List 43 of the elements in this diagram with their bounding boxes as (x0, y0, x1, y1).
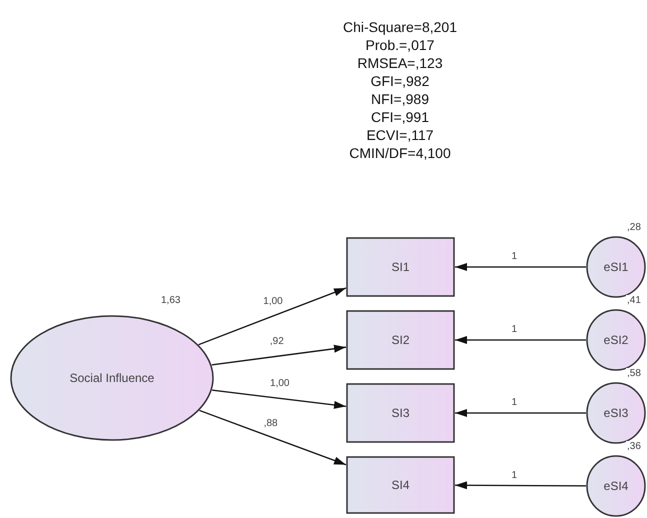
arrow (199, 410, 346, 466)
observed-variable-box (346, 383, 455, 443)
arrow (212, 344, 346, 366)
variable-name: Social Influence (70, 371, 154, 385)
variable-name: SI2 (391, 333, 410, 347)
fit-statistic: ECVI=,117 (365, 126, 435, 144)
fit-statistic: Chi-Square=8,201 (342, 18, 458, 36)
error-term-circle (586, 455, 646, 517)
variable-name: eSI2 (604, 333, 628, 347)
fit-statistic: Prob.=,017 (364, 36, 436, 54)
arrow (198, 287, 346, 346)
fit-statistic: NFI=,989 (370, 90, 430, 108)
variance-value: ,41 (626, 295, 642, 307)
latent-variable-ellipse (10, 315, 214, 441)
variable-name: SI3 (391, 406, 410, 420)
error-term-circle (586, 382, 646, 444)
error-term-circle (586, 309, 646, 371)
observed-variable-box (346, 456, 455, 514)
variance-value: ,36 (626, 441, 642, 453)
edge-label: ,88 (262, 418, 279, 430)
fit-statistic: CFI=,991 (370, 108, 430, 126)
arrow (455, 409, 586, 417)
variable-name: SI4 (391, 478, 410, 492)
fit-statistic: GFI=,982 (370, 72, 430, 90)
variable-name: eSI1 (604, 260, 628, 274)
arrow (212, 390, 346, 409)
arrow (455, 336, 586, 344)
fit-statistic: CMIN/DF=4,100 (348, 144, 452, 162)
variance-value: ,58 (626, 368, 642, 380)
variable-name: eSI3 (604, 406, 628, 420)
edge-label: 1,00 (262, 296, 284, 308)
observed-variable-box (346, 310, 455, 370)
fit-statistic: RMSEA=,123 (356, 54, 444, 72)
variable-name: eSI4 (604, 479, 628, 493)
arrow (455, 481, 586, 490)
variance-value: ,28 (626, 222, 642, 234)
variance-value: 1,63 (160, 295, 182, 307)
error-term-circle (586, 236, 646, 298)
edge-label: 1,00 (269, 378, 290, 390)
arrow (455, 263, 586, 271)
edge-label: ,92 (268, 336, 285, 348)
variable-name: SI1 (391, 260, 410, 274)
observed-variable-box (346, 237, 455, 297)
